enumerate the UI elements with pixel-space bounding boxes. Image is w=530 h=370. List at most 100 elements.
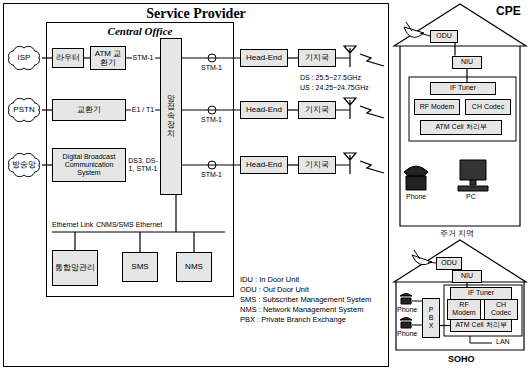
phone-icon bbox=[404, 166, 428, 190]
equipment-box: NMS bbox=[176, 252, 212, 282]
link-line bbox=[182, 57, 240, 58]
equipment-box: 기지국 bbox=[298, 49, 336, 67]
box-label: 통합망관리 bbox=[55, 263, 95, 272]
annotation-label: SOHO bbox=[448, 354, 475, 364]
box-label: CH Codec bbox=[472, 103, 504, 111]
box-label: NMS bbox=[185, 262, 203, 271]
equipment-box: SMS bbox=[122, 252, 158, 282]
cloud-path bbox=[9, 98, 40, 121]
legend-note: NMS : Network Management System bbox=[240, 306, 363, 315]
legend-note: PBX : Private Branch Exchange bbox=[240, 316, 346, 325]
box-label: RF Modem bbox=[450, 301, 478, 317]
link-label: STM-1 bbox=[132, 54, 155, 62]
annotation-label: Ethernet Link bbox=[52, 221, 93, 229]
box-label: Head-End bbox=[246, 160, 282, 169]
annotation-label: 주거 지역 bbox=[440, 229, 474, 238]
link-line bbox=[42, 164, 52, 165]
box-label: ATM Cell 처리부 bbox=[435, 123, 486, 131]
equipment-box: CH Codec bbox=[465, 99, 511, 115]
equipment-box: 통합망관리 bbox=[52, 250, 98, 286]
box-label: PBX bbox=[428, 306, 435, 329]
box-label: IF Tuner bbox=[450, 84, 476, 92]
house-outline bbox=[394, 240, 526, 350]
annotation-label: STM-1 bbox=[201, 116, 222, 124]
network-cloud: ISP bbox=[6, 45, 42, 71]
box-label: ATM Cell 처리부 bbox=[455, 321, 506, 329]
equipment-box: RF Modem bbox=[414, 99, 460, 115]
idu-frame bbox=[409, 77, 516, 141]
annotation-label: Phone bbox=[406, 193, 426, 201]
annotation-label: CPE bbox=[496, 5, 521, 19]
legend-note: SMS : Subscriber Management System bbox=[240, 296, 371, 305]
house-outline bbox=[394, 4, 526, 226]
annotation-label: LAN bbox=[496, 338, 510, 346]
link-line bbox=[288, 164, 298, 165]
equipment-box: Digital Broadcast Communication System bbox=[52, 148, 126, 182]
dish-antenna bbox=[404, 22, 430, 37]
box-label: 라우터 bbox=[56, 53, 80, 62]
box-label: CH Codec bbox=[487, 301, 515, 317]
box-label: Digital Broadcast Communication System bbox=[55, 153, 123, 177]
annotation-label: CNMS/SMS Ethernet bbox=[96, 221, 162, 229]
link-line bbox=[42, 57, 52, 58]
cloud-path bbox=[9, 46, 40, 69]
link-label: DS3, DS-1, STM-1 bbox=[126, 157, 160, 172]
box-label: PSTN bbox=[13, 105, 34, 114]
equipment-box: ATM Cell 처리부 bbox=[450, 319, 512, 332]
box-label: 교환기 bbox=[77, 105, 101, 114]
box-label: ATM 교환기 bbox=[93, 49, 123, 67]
equipment-box: RF Modem bbox=[447, 299, 481, 320]
equipment-box: ODU bbox=[436, 257, 462, 270]
link-line bbox=[42, 109, 52, 110]
box-label: IF Tuner bbox=[468, 289, 494, 297]
box-label: 방송망 bbox=[12, 160, 36, 169]
equipment-box: Head-End bbox=[240, 49, 288, 67]
legend-note: IDU : In Door Unit bbox=[240, 276, 299, 285]
box-label: SMS bbox=[131, 262, 148, 271]
annotation-label: PC bbox=[466, 193, 476, 201]
radio-link bbox=[360, 54, 384, 173]
panel-title: Service Provider bbox=[4, 6, 388, 22]
equipment-box: IF Tuner bbox=[430, 82, 496, 95]
equipment-box: 교환기 bbox=[52, 99, 126, 121]
equipment-box: Head-End bbox=[240, 156, 288, 174]
link-line bbox=[454, 43, 455, 56]
equipment-box: NIU bbox=[452, 56, 482, 69]
box-label: RF Modem bbox=[420, 103, 455, 111]
annotation-label: STM-1 bbox=[201, 64, 222, 72]
box-label: Head-End bbox=[246, 105, 282, 114]
equipment-box: 망 접속장치 bbox=[160, 38, 182, 195]
network-cloud: PSTN bbox=[6, 97, 42, 123]
equipment-box: 기지국 bbox=[298, 101, 336, 119]
link-line bbox=[288, 109, 298, 110]
equipment-box: ATM Cell 처리부 bbox=[420, 120, 502, 135]
box-label: ODU bbox=[436, 32, 452, 40]
annotation-label: DS : 25.5~27.5GHz bbox=[300, 74, 361, 82]
cloud-path bbox=[9, 153, 40, 176]
box-label: 기지국 bbox=[305, 160, 329, 169]
dish-antenna bbox=[412, 250, 436, 265]
link-line bbox=[288, 57, 298, 58]
link-line bbox=[182, 109, 240, 110]
link-line bbox=[440, 325, 450, 326]
pc-icon bbox=[458, 160, 488, 191]
annotation-label: US : 24.25~24.75GHz bbox=[300, 84, 369, 92]
idu-frame bbox=[444, 285, 522, 336]
equipment-box: NIU bbox=[452, 270, 482, 283]
box-label: 망 접속장치 bbox=[167, 95, 175, 139]
equipment-box: ATM 교환기 bbox=[90, 46, 126, 70]
annotation-label: STM-1 bbox=[201, 171, 222, 179]
box-label: 기지국 bbox=[305, 53, 329, 62]
ethernet-bus bbox=[52, 195, 225, 252]
annotation-label: Phone bbox=[397, 306, 417, 314]
equipment-box: ODU bbox=[430, 30, 458, 43]
box-label: NIU bbox=[461, 272, 473, 280]
base-antenna bbox=[336, 46, 356, 174]
equipment-box: 라우터 bbox=[52, 48, 84, 68]
box-label: NIU bbox=[461, 58, 473, 66]
box-label: 기지국 bbox=[305, 105, 329, 114]
box-label: Head-End bbox=[246, 53, 282, 62]
link-line bbox=[182, 164, 240, 165]
annotation-label: Phone bbox=[397, 330, 417, 338]
